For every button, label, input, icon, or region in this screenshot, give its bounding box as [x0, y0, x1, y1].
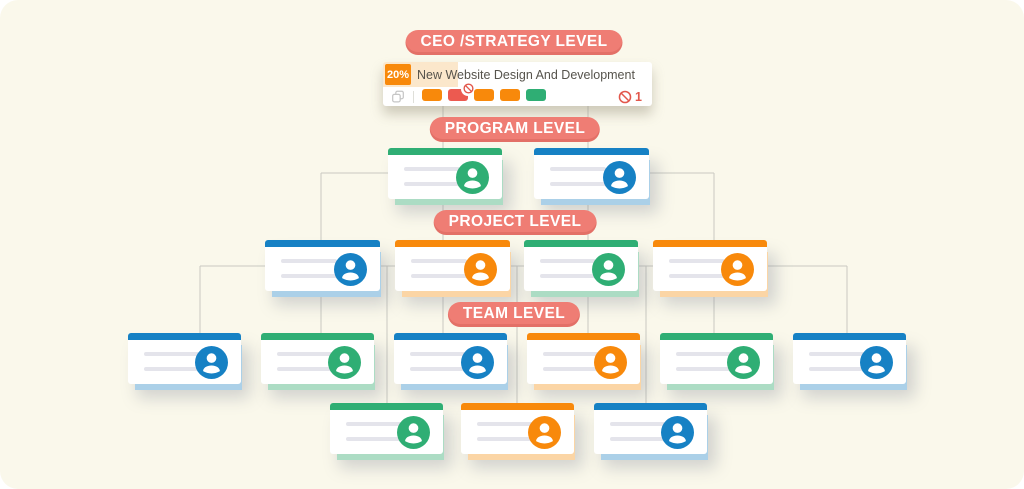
card-color-bar	[793, 333, 906, 340]
text-placeholder	[543, 352, 599, 356]
text-placeholder	[669, 274, 746, 278]
org-card-team-blue[interactable]	[394, 333, 507, 384]
text-placeholder	[277, 352, 333, 356]
text-placeholder	[410, 352, 466, 356]
ceo-project-card[interactable]: 20% New Website Design And Development 1	[383, 62, 652, 106]
text-placeholder	[610, 422, 666, 426]
level-badge-project: PROJECT LEVEL	[433, 210, 597, 235]
user-avatar-icon	[727, 346, 760, 379]
card-color-bar	[653, 240, 767, 247]
task-chip-list	[422, 81, 552, 106]
user-avatar-icon	[397, 416, 430, 449]
user-avatar-icon	[860, 346, 893, 379]
text-placeholder	[550, 182, 627, 186]
card-color-bar	[524, 240, 638, 247]
text-placeholder	[540, 274, 617, 278]
ceo-card-title-row: 20% New Website Design And Development	[383, 62, 652, 87]
text-placeholder	[144, 352, 200, 356]
card-color-bar	[395, 240, 510, 247]
user-avatar-icon	[592, 253, 625, 286]
text-placeholder	[477, 437, 554, 441]
text-placeholder	[404, 167, 460, 171]
org-card-team-blue[interactable]	[128, 333, 241, 384]
text-placeholder	[277, 367, 354, 371]
org-card-team-green[interactable]	[261, 333, 374, 384]
user-avatar-icon	[594, 346, 627, 379]
text-placeholder	[676, 367, 753, 371]
task-chip-green	[526, 88, 546, 101]
task-chip-orange	[500, 88, 520, 101]
text-placeholder	[676, 352, 732, 356]
card-color-bar	[388, 148, 502, 155]
user-avatar-icon	[721, 253, 754, 286]
card-color-bar	[128, 333, 241, 340]
text-placeholder	[669, 259, 725, 263]
level-badge-program: PROGRAM LEVEL	[429, 117, 601, 142]
text-placeholder	[809, 352, 865, 356]
text-placeholder	[543, 367, 620, 371]
user-avatar-icon	[456, 161, 489, 194]
ceo-card-status-row: 1	[383, 81, 652, 106]
text-placeholder	[281, 274, 358, 278]
text-placeholder	[281, 259, 337, 263]
org-card-team-sub-green[interactable]	[330, 403, 443, 454]
text-placeholder	[610, 437, 687, 441]
org-card-team-sub-orange[interactable]	[461, 403, 574, 454]
blocked-icon	[618, 90, 632, 103]
card-color-bar	[660, 333, 773, 340]
project-title: New Website Design And Development	[417, 68, 635, 82]
org-card-project-green[interactable]	[524, 240, 638, 291]
user-avatar-icon	[328, 346, 361, 379]
progress-badge: 20%	[385, 64, 411, 85]
text-placeholder	[411, 259, 467, 263]
task-chip-orange	[422, 88, 442, 101]
org-card-program-green[interactable]	[388, 148, 502, 199]
user-avatar-icon	[528, 416, 561, 449]
level-badge-team: TEAM LEVEL	[447, 302, 581, 327]
text-placeholder	[809, 367, 886, 371]
text-placeholder	[477, 422, 533, 426]
user-avatar-icon	[661, 416, 694, 449]
user-avatar-icon	[334, 253, 367, 286]
card-color-bar	[394, 333, 507, 340]
level-badge-ceo: CEO /STRATEGY LEVEL	[405, 30, 623, 55]
blocked-count: 1	[635, 89, 642, 104]
text-placeholder	[144, 367, 221, 371]
org-card-project-orange[interactable]	[395, 240, 510, 291]
card-color-bar	[261, 333, 374, 340]
org-card-program-blue[interactable]	[534, 148, 649, 199]
org-card-team-sub-blue[interactable]	[594, 403, 707, 454]
user-avatar-icon	[195, 346, 228, 379]
text-placeholder	[540, 259, 596, 263]
user-avatar-icon	[461, 346, 494, 379]
user-avatar-icon	[464, 253, 497, 286]
text-placeholder	[410, 367, 487, 371]
blocked-icon	[461, 81, 475, 96]
org-card-team-orange[interactable]	[527, 333, 640, 384]
org-card-project-blue[interactable]	[265, 240, 380, 291]
card-color-bar	[534, 148, 649, 155]
user-avatar-icon	[603, 161, 636, 194]
text-placeholder	[404, 182, 481, 186]
text-placeholder	[346, 422, 402, 426]
blocked-counter: 1	[618, 90, 642, 104]
card-color-bar	[594, 403, 707, 410]
duplicate-icon[interactable]	[390, 89, 406, 104]
card-color-bar	[330, 403, 443, 410]
text-placeholder	[550, 167, 606, 171]
card-color-bar	[265, 240, 380, 247]
task-chip-orange	[474, 88, 494, 101]
text-placeholder	[411, 274, 488, 278]
divider	[413, 90, 414, 103]
text-placeholder	[346, 437, 423, 441]
card-color-bar	[527, 333, 640, 340]
org-card-team-blue[interactable]	[793, 333, 906, 384]
task-chip-red	[448, 81, 475, 101]
org-card-team-green[interactable]	[660, 333, 773, 384]
card-color-bar	[461, 403, 574, 410]
org-card-project-orange[interactable]	[653, 240, 767, 291]
